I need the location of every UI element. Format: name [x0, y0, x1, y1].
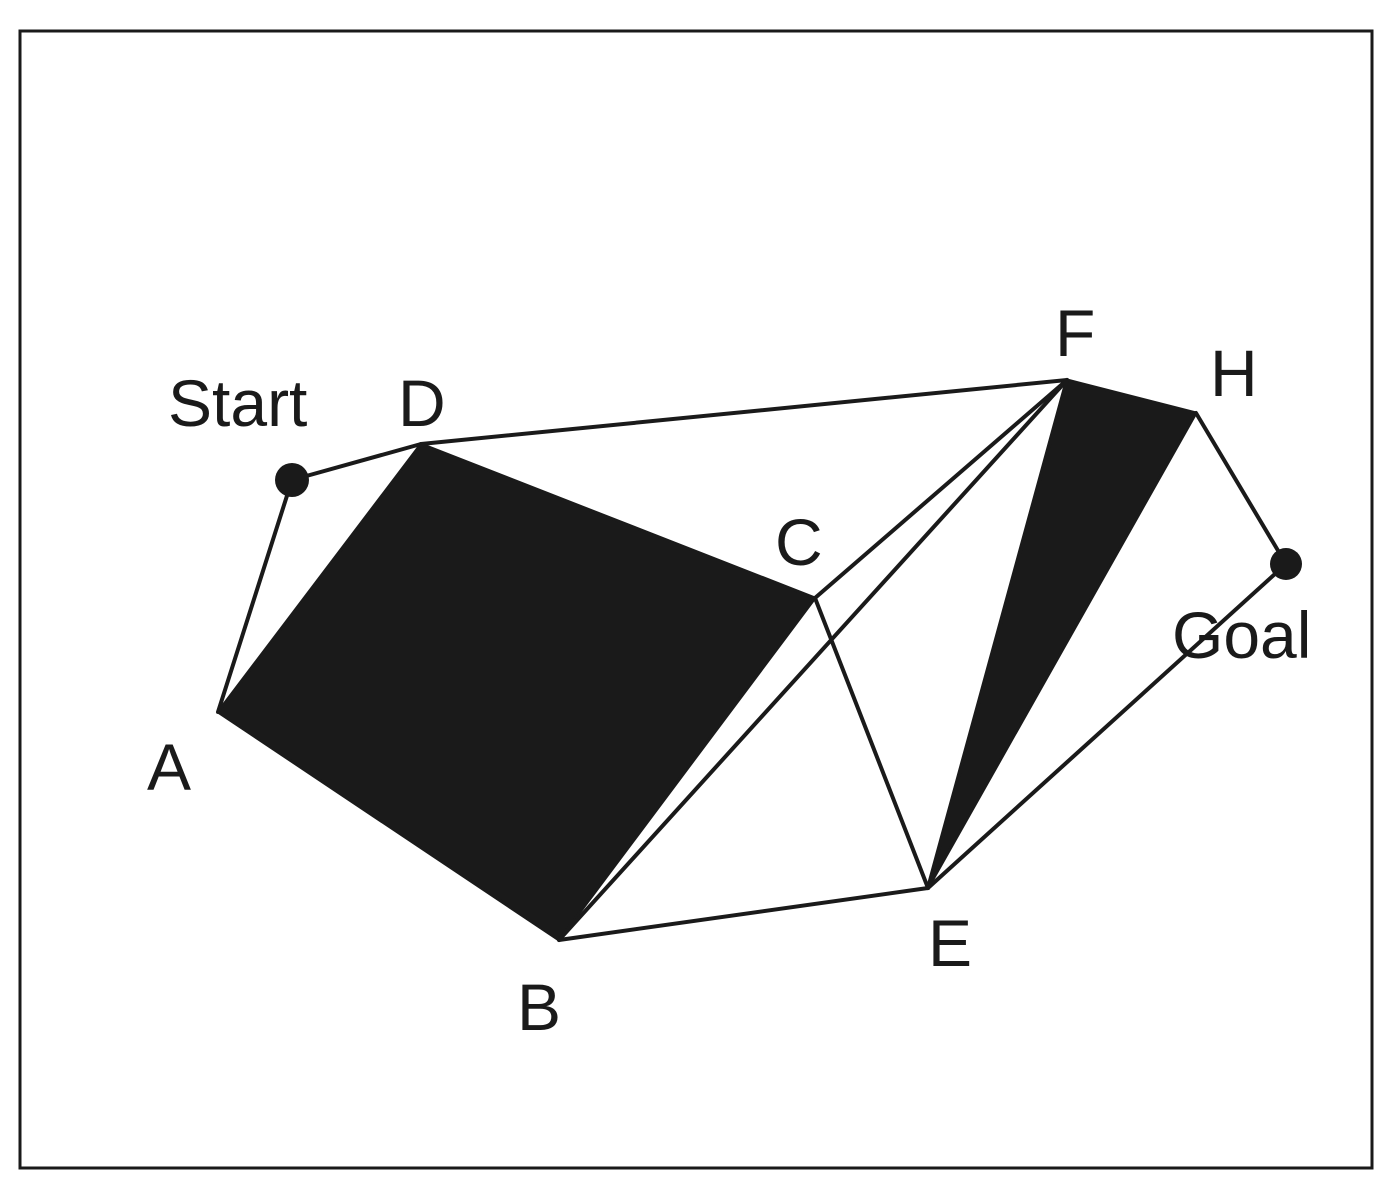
- label-d: D: [398, 366, 446, 440]
- obstacle-adcb: [216, 442, 817, 942]
- label-f: F: [1055, 296, 1095, 370]
- label-h: H: [1210, 336, 1258, 410]
- edge-e-goal: [926, 562, 1288, 890]
- label-a: A: [147, 730, 191, 804]
- label-goal: Goal: [1172, 598, 1311, 672]
- label-start: Start: [168, 366, 307, 440]
- edge-c-f: [813, 378, 1069, 600]
- edge-b-e: [557, 886, 930, 942]
- graph-edges: [216, 378, 1288, 942]
- label-c: C: [775, 505, 823, 579]
- label-e: E: [928, 906, 972, 980]
- label-b: B: [517, 970, 561, 1044]
- goal-point: [1270, 548, 1302, 580]
- edge-f-e: [926, 378, 1069, 890]
- edge-start-d: [290, 442, 423, 482]
- start-point: [275, 463, 309, 497]
- edge-d-f: [419, 378, 1069, 446]
- edge-h-goal: [1194, 411, 1288, 566]
- edge-b-f: [557, 378, 1069, 942]
- diagram-frame: [18, 29, 1374, 1170]
- edge-c-e: [813, 596, 930, 890]
- obstacle-fhe: [926, 378, 1198, 890]
- edge-start-a: [216, 478, 294, 714]
